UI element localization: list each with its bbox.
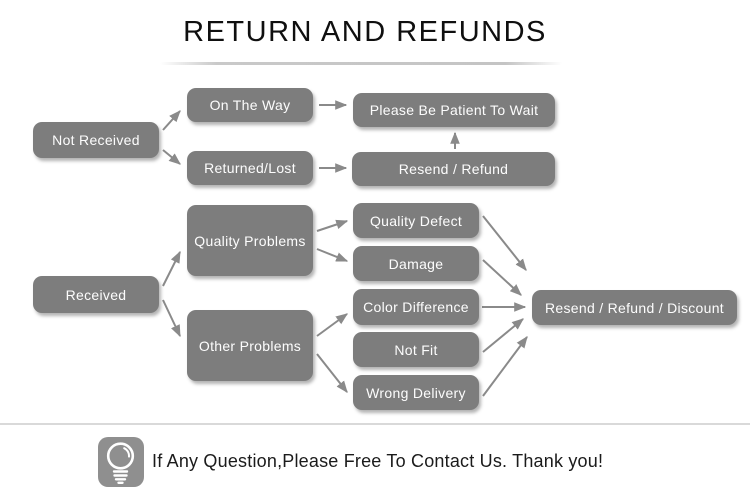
arrow-damage-to-discount (482, 259, 522, 296)
arrow-quality-problems-to-quality-defect (316, 219, 349, 232)
light-bulb-icon (98, 437, 144, 487)
arrow-quality-defect-to-discount (482, 215, 527, 271)
node-not-fit: Not Fit (353, 332, 479, 367)
arrow-not-fit-to-discount (482, 318, 524, 353)
node-quality-problems: Quality Problems (187, 205, 313, 276)
node-not-received: Not Received (33, 122, 159, 158)
node-quality-defect: Quality Defect (353, 203, 479, 238)
node-color-difference: Color Difference (353, 289, 479, 325)
node-wrong-delivery: Wrong Delivery (353, 375, 479, 410)
arrow-not-received-to-on-the-way (162, 110, 181, 131)
node-damage: Damage (353, 246, 479, 281)
arrow-not-received-to-returned-lost (162, 149, 181, 165)
arrow-other-problems-to-color-difference (316, 313, 348, 337)
node-returned-lost: Returned/Lost (187, 151, 313, 185)
arrow-wrong-delivery-to-discount (482, 336, 528, 397)
arrow-received-to-quality-problems (162, 250, 181, 287)
contact-message: If Any Question,Please Free To Contact U… (152, 451, 604, 471)
node-resend-refund: Resend / Refund (352, 152, 555, 186)
node-received: Received (33, 276, 159, 313)
arrow-quality-problems-to-damage (316, 248, 349, 262)
node-please-be-patient-to-wait: Please Be Patient To Wait (353, 93, 555, 127)
node-resend-refund-discount: Resend / Refund / Discount (532, 290, 737, 325)
title-underline-decoration (160, 62, 562, 65)
arrow-received-to-other-problems (162, 299, 181, 338)
node-other-problems: Other Problems (187, 310, 313, 381)
page-title: RETURN AND REFUNDS (183, 16, 547, 48)
node-on-the-way: On The Way (187, 88, 313, 122)
arrow-other-problems-to-wrong-delivery (316, 353, 348, 393)
light-bulb-glyph (106, 442, 135, 484)
footer-divider (0, 423, 750, 425)
